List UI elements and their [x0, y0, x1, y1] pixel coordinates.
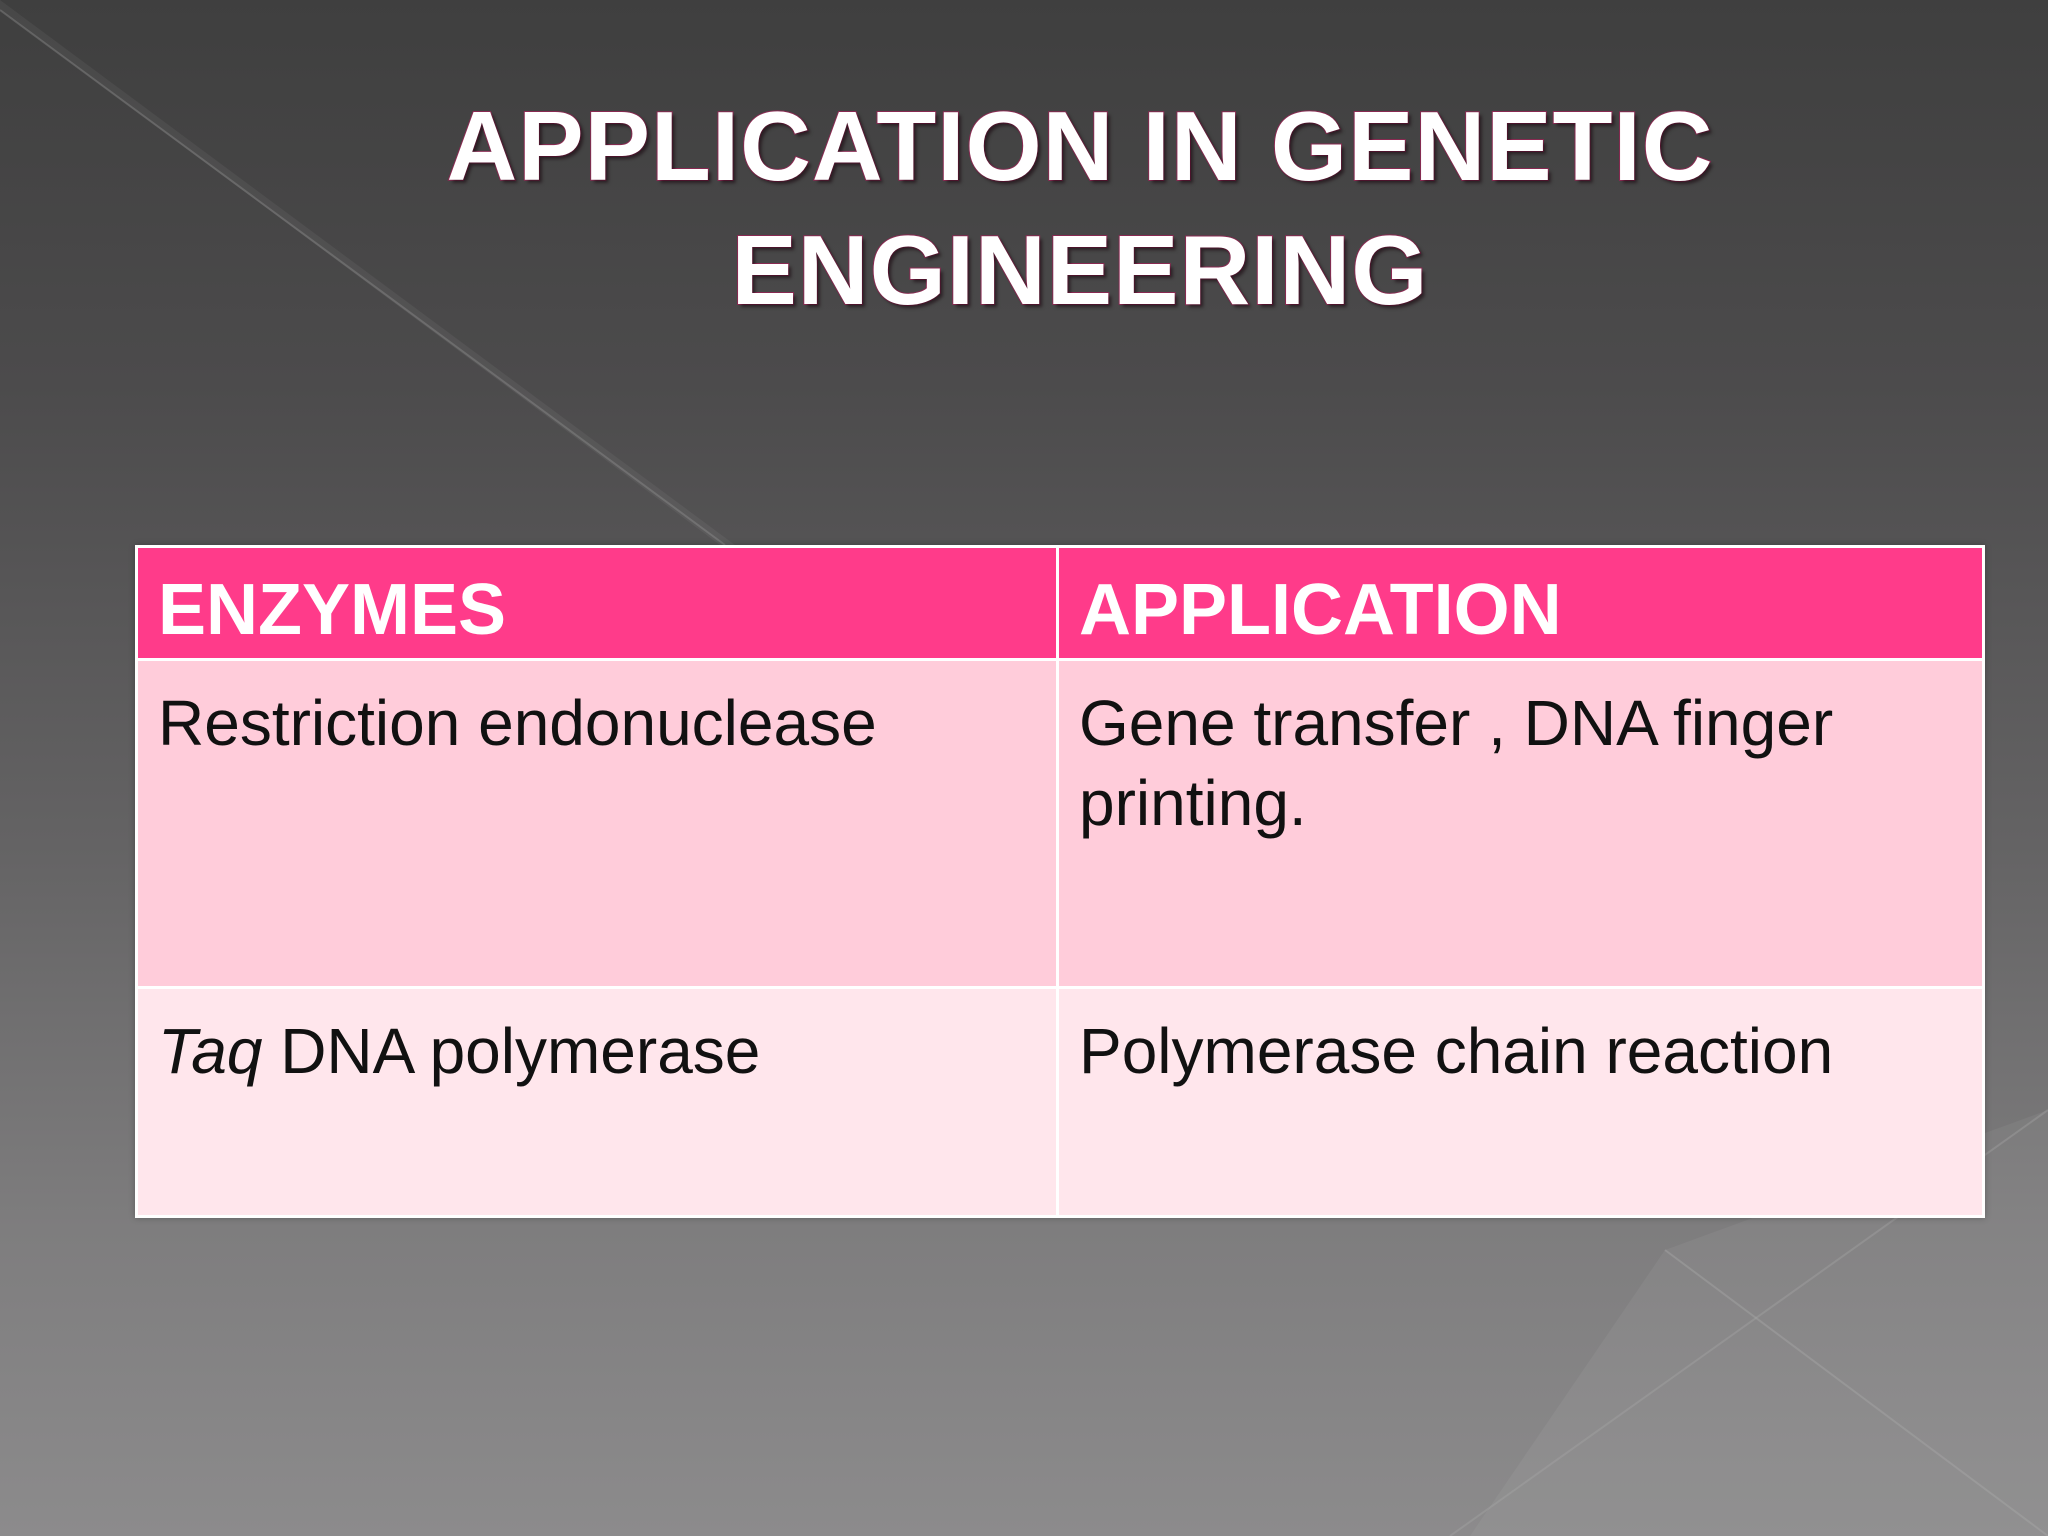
table-header-row: ENZYMES APPLICATION [135, 545, 1985, 661]
table-row: Taq DNA polymerase Polymerase chain reac… [135, 986, 1985, 1218]
enzyme-cell: Restriction endonuclease [135, 658, 1059, 989]
header-enzymes: ENZYMES [135, 545, 1059, 661]
title-line-2: ENGINEERING [730, 214, 1429, 326]
enzyme-name: Restriction endonuclease [158, 687, 877, 759]
enzyme-name: DNA polymerase [262, 1015, 761, 1087]
table-row: Restriction endonuclease Gene transfer ,… [135, 658, 1985, 989]
enzyme-cell: Taq DNA polymerase [135, 986, 1059, 1218]
header-application: APPLICATION [1056, 545, 1985, 661]
enzyme-italic-name: Taq [158, 1015, 263, 1087]
application-cell: Gene transfer , DNA finger printing. [1056, 658, 1985, 989]
application-cell: Polymerase chain reaction [1056, 986, 1985, 1218]
title-line-1: APPLICATION IN GENETIC [445, 90, 1714, 202]
slide-title: APPLICATION IN GENETIC ENGINEERING [200, 84, 1960, 332]
enzyme-application-table: ENZYMES APPLICATION Restriction endonucl… [135, 545, 1985, 1218]
